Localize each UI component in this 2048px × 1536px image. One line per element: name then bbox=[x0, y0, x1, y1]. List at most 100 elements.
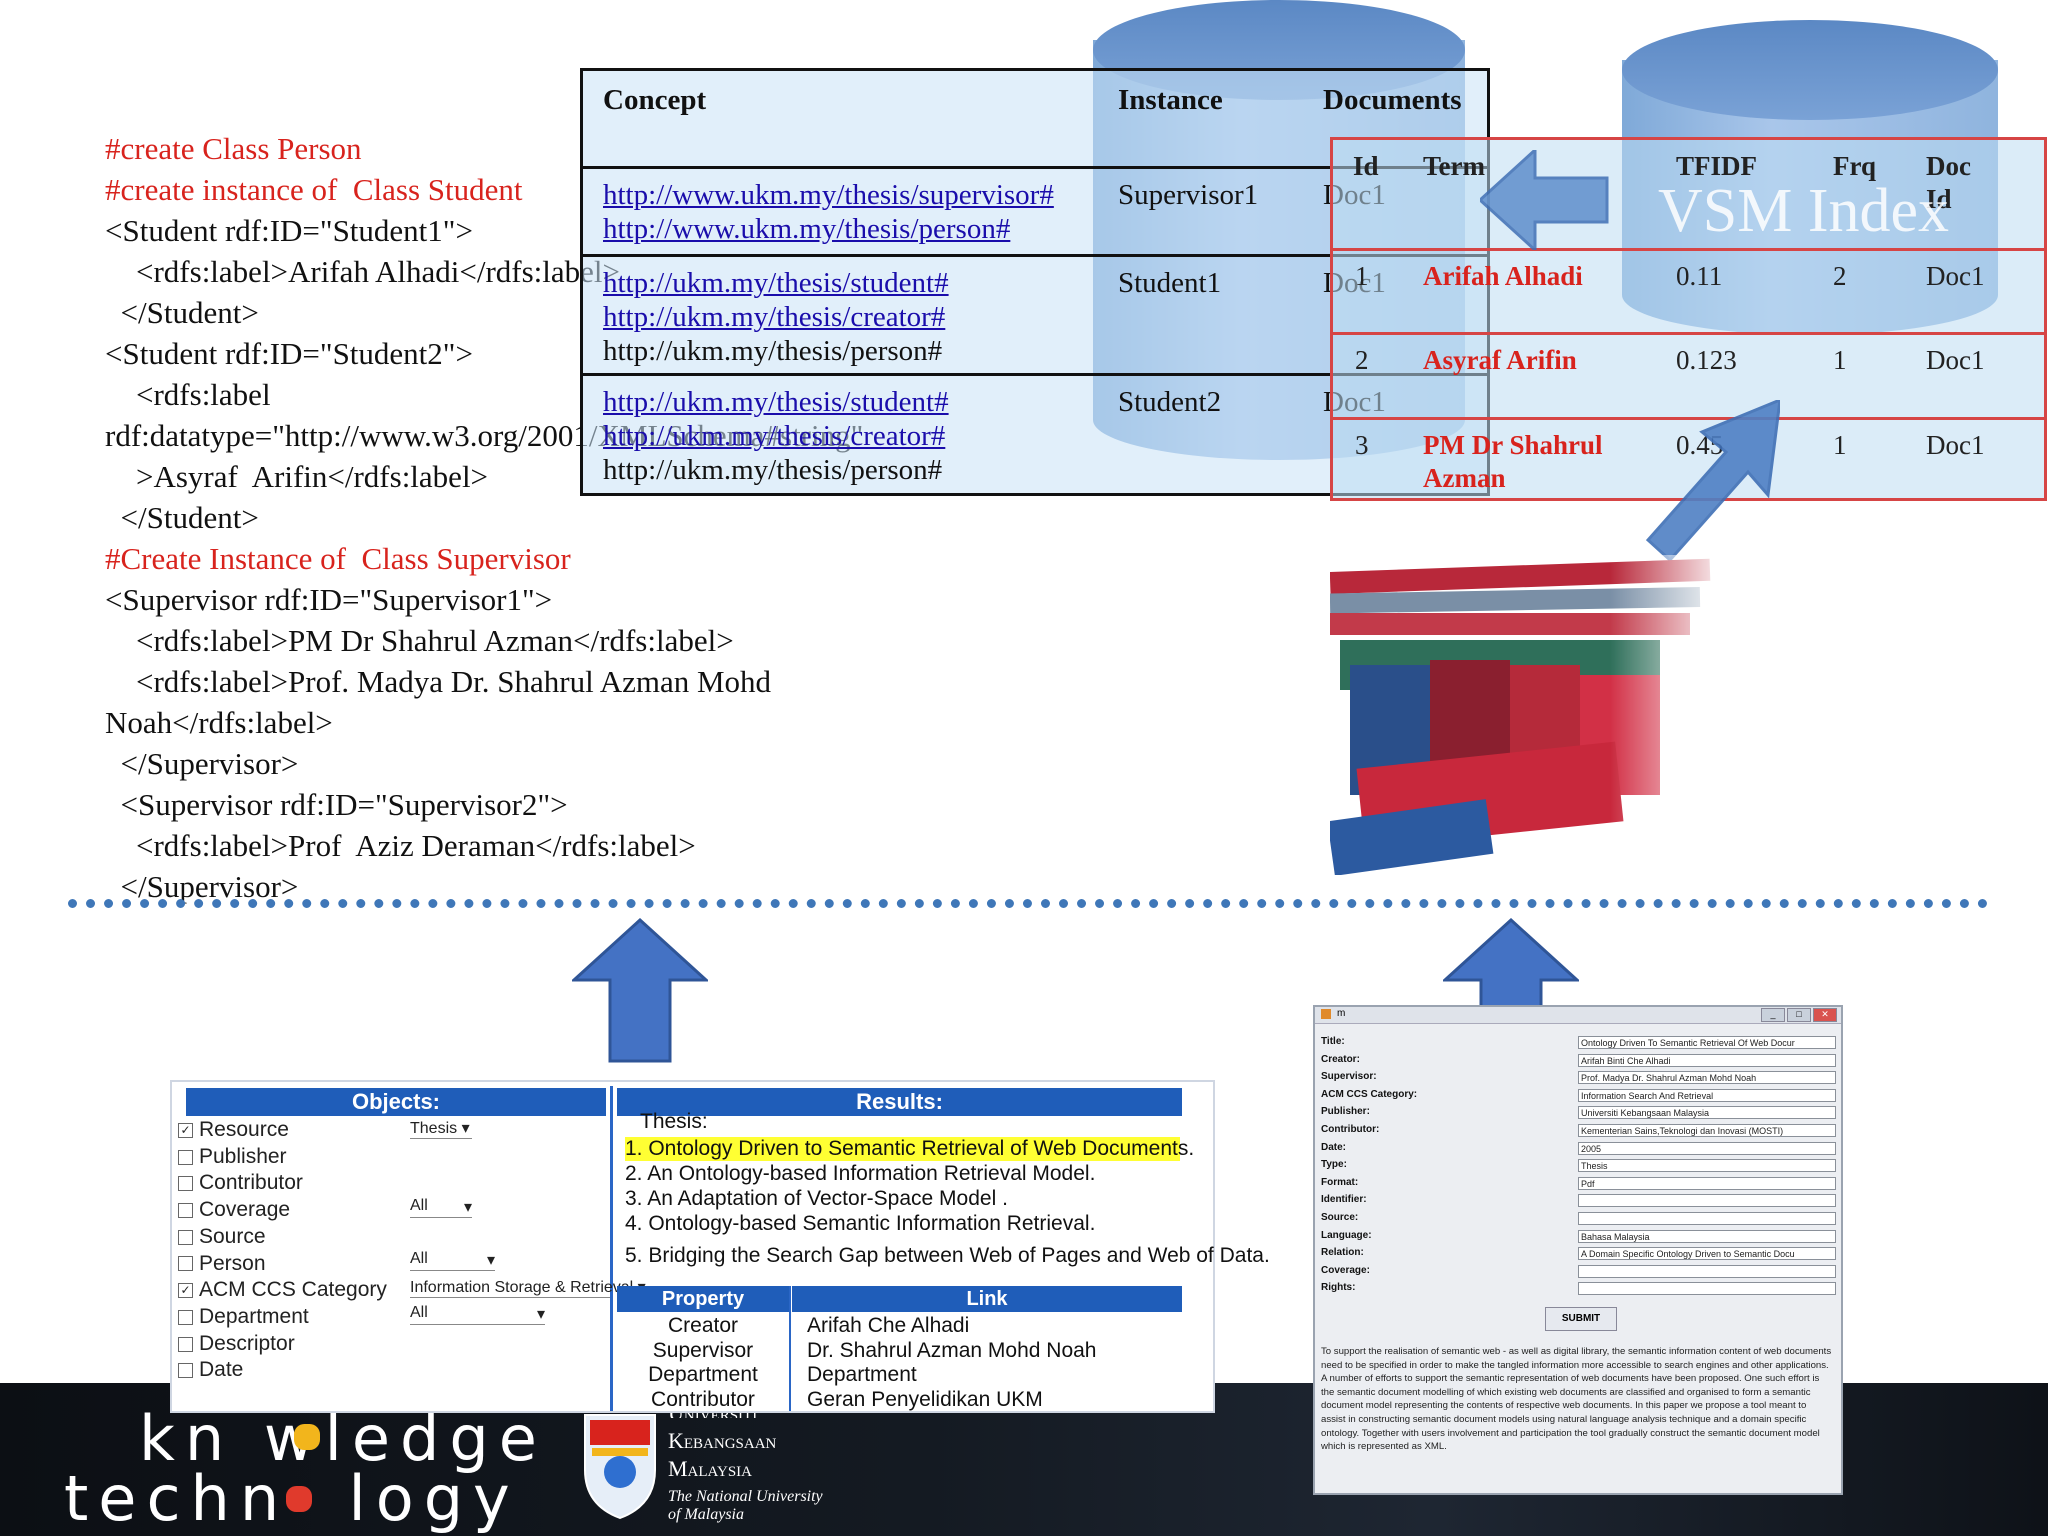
vsm-doc-cell: Doc1 bbox=[1926, 261, 1985, 291]
vsm-frq-cell: 1 bbox=[1833, 430, 1847, 460]
code-line: <rdfs:label>Prof. Madya Dr. Shahrul Azma… bbox=[105, 664, 772, 699]
concept-text: http://ukm.my/thesis/person# bbox=[603, 454, 943, 486]
code-line: <Student rdf:ID="Student2"> bbox=[105, 336, 473, 371]
vsm-tfidf-cell: 0.123 bbox=[1676, 345, 1737, 375]
object-checkbox-item[interactable]: Publisher bbox=[178, 1145, 287, 1169]
form-field-label: Title: bbox=[1321, 1036, 1345, 1047]
checkbox-icon[interactable] bbox=[178, 1363, 193, 1379]
form-field-input[interactable]: Bahasa Malaysia bbox=[1578, 1229, 1836, 1243]
property-link-cell[interactable]: Department bbox=[807, 1363, 917, 1386]
resource-dropdown[interactable]: Thesis ▾ bbox=[410, 1118, 472, 1139]
window-icon bbox=[1321, 1009, 1331, 1019]
code-line: </Student> bbox=[105, 500, 259, 535]
search-result-link[interactable]: 1. Ontology Driven to Semantic Retrieval… bbox=[625, 1137, 1195, 1161]
form-field-input[interactable]: Prof. Madya Dr. Shahrul Azman Mohd Noah bbox=[1578, 1071, 1836, 1085]
code-line: <Supervisor rdf:ID="Supervisor2"> bbox=[105, 787, 568, 822]
object-checkbox-item[interactable]: Contributor bbox=[178, 1171, 303, 1195]
form-field-input[interactable] bbox=[1578, 1194, 1836, 1208]
object-checkbox-item[interactable]: ✓Resource bbox=[178, 1118, 289, 1142]
checkbox-icon[interactable] bbox=[178, 1149, 193, 1165]
property-header: Property bbox=[617, 1286, 789, 1312]
submit-button[interactable]: SUBMIT bbox=[1545, 1307, 1617, 1331]
code-line: </Supervisor> bbox=[105, 746, 299, 781]
concept-link[interactable]: http://ukm.my/thesis/student# bbox=[603, 267, 949, 299]
property-cell: Supervisor bbox=[652, 1338, 754, 1362]
form-field-label: Format: bbox=[1321, 1176, 1359, 1188]
vsm-header-frq: Frq bbox=[1833, 151, 1877, 181]
object-checkbox-item[interactable]: Person bbox=[178, 1252, 266, 1276]
form-field-input[interactable]: Ontology Driven To Semantic Retrieval Of… bbox=[1578, 1036, 1836, 1049]
concept-table-row: http://ukm.my/thesis/student#http://ukm.… bbox=[583, 373, 1487, 497]
checked-box-icon[interactable]: ✓ bbox=[178, 1122, 193, 1138]
object-checkbox-item[interactable]: Source bbox=[178, 1225, 266, 1249]
vsm-tfidf-cell: 0.11 bbox=[1676, 261, 1723, 291]
form-field-input[interactable] bbox=[1578, 1282, 1836, 1296]
maximize-button[interactable]: □ bbox=[1787, 1008, 1811, 1022]
object-checkbox-item[interactable]: Date bbox=[178, 1358, 243, 1382]
concept-link[interactable]: http://www.ukm.my/thesis/person# bbox=[603, 213, 1011, 245]
form-field-input[interactable]: Pdf bbox=[1578, 1176, 1836, 1190]
search-result-link[interactable]: 2. An Ontology-based Information Retriev… bbox=[625, 1162, 1096, 1185]
concept-table-header: Concept Instance Documents bbox=[583, 71, 1487, 169]
search-result-link[interactable]: 3. An Adaptation of Vector-Space Model . bbox=[625, 1187, 1008, 1210]
property-link-cell[interactable]: Arifah Che Alhadi bbox=[807, 1314, 970, 1337]
ukm-name-line3: Malaysia bbox=[668, 1456, 753, 1481]
object-checkbox-item[interactable]: ✓ACM CCS Category bbox=[178, 1278, 387, 1302]
concept-link[interactable]: http://ukm.my/thesis/creator# bbox=[603, 301, 946, 333]
vsm-index-watermark: VSM Index bbox=[1658, 177, 1950, 245]
form-field-input[interactable]: Information Search And Retrieval bbox=[1578, 1088, 1836, 1102]
property-link-cell[interactable]: Geran Penyelidikan UKM bbox=[807, 1387, 1043, 1411]
checkbox-icon[interactable] bbox=[178, 1336, 193, 1352]
form-field-input[interactable]: A Domain Specific Ontology Driven to Sem… bbox=[1578, 1247, 1836, 1261]
vsm-term-cell: Asyraf Arifin bbox=[1423, 345, 1577, 375]
person-dropdown[interactable]: All ▾ bbox=[410, 1250, 495, 1271]
checkbox-icon[interactable] bbox=[178, 1309, 193, 1325]
acm-category-dropdown[interactable]: Information Storage & Retrieval ▾ bbox=[410, 1279, 646, 1298]
object-checkbox-item[interactable]: Descriptor bbox=[178, 1332, 295, 1356]
vsm-header-doc: Doc Id bbox=[1926, 151, 1971, 214]
vsm-id-cell: 3 bbox=[1355, 430, 1369, 460]
minimize-button[interactable]: _ bbox=[1761, 1008, 1785, 1022]
concept-link[interactable]: http://www.ukm.my/thesis/supervisor# bbox=[603, 179, 1054, 211]
form-field-input[interactable]: 2005 bbox=[1578, 1141, 1836, 1155]
instance-cell: Student2 bbox=[1118, 386, 1222, 418]
code-line: <Supervisor rdf:ID="Supervisor1"> bbox=[105, 582, 553, 617]
vsm-table-header: Id Term TFIDF Frq Doc Id bbox=[1333, 140, 2044, 251]
vsm-frq-cell: 1 bbox=[1833, 345, 1847, 375]
search-result-link[interactable]: 4. Ontology-based Semantic Information R… bbox=[625, 1212, 1096, 1235]
property-cell: Creator bbox=[667, 1314, 739, 1337]
ukm-tagline1: The National University bbox=[668, 1488, 823, 1505]
code-line: </Supervisor> bbox=[105, 869, 299, 904]
close-button[interactable]: ✕ bbox=[1813, 1008, 1837, 1022]
form-field-input[interactable] bbox=[1578, 1264, 1836, 1278]
form-field-input[interactable]: Kementerian Sains,Teknologi dan Inovasi … bbox=[1578, 1124, 1836, 1137]
form-field-label: Contributor: bbox=[1321, 1124, 1380, 1135]
department-dropdown[interactable]: All ▾ bbox=[410, 1304, 545, 1325]
checkbox-icon[interactable] bbox=[178, 1256, 193, 1272]
property-link-cell[interactable]: Dr. Shahrul Azman Mohd Noah bbox=[807, 1338, 1097, 1362]
concept-link[interactable]: http://ukm.my/thesis/creator# bbox=[603, 420, 946, 452]
form-field-input[interactable]: Thesis bbox=[1578, 1159, 1836, 1173]
form-field-input[interactable]: Universiti Kebangsaan Malaysia bbox=[1578, 1106, 1836, 1120]
form-field-input[interactable] bbox=[1578, 1212, 1836, 1225]
form-field-input[interactable]: Arifah Binti Che Alhadi bbox=[1578, 1053, 1836, 1067]
kt-logo-line2: techn logy bbox=[64, 1462, 520, 1535]
hexagon-icon bbox=[294, 1424, 320, 1450]
books-image bbox=[1330, 555, 1730, 875]
vsm-doc-cell: Doc1 bbox=[1926, 345, 1985, 375]
concept-link[interactable]: http://ukm.my/thesis/student# bbox=[603, 386, 949, 418]
checkbox-icon[interactable] bbox=[178, 1203, 193, 1219]
property-cell: Contributor bbox=[651, 1387, 755, 1411]
vsm-term-cell: PM Dr Shahrul Azman bbox=[1423, 430, 1603, 493]
coverage-dropdown[interactable]: All ▾ bbox=[410, 1197, 472, 1218]
hexagon-icon bbox=[286, 1486, 312, 1512]
vsm-frq-cell: 2 bbox=[1833, 261, 1847, 291]
search-result-link[interactable]: 5. Bridging the Search Gap between Web o… bbox=[625, 1244, 1270, 1267]
checkbox-icon[interactable] bbox=[178, 1229, 193, 1245]
object-checkbox-item[interactable]: Department bbox=[178, 1305, 309, 1329]
checkbox-icon[interactable] bbox=[178, 1176, 193, 1192]
object-checkbox-item[interactable]: Coverage bbox=[178, 1198, 290, 1222]
header-instance: Instance bbox=[1118, 84, 1223, 116]
checked-box-icon[interactable]: ✓ bbox=[178, 1283, 193, 1299]
